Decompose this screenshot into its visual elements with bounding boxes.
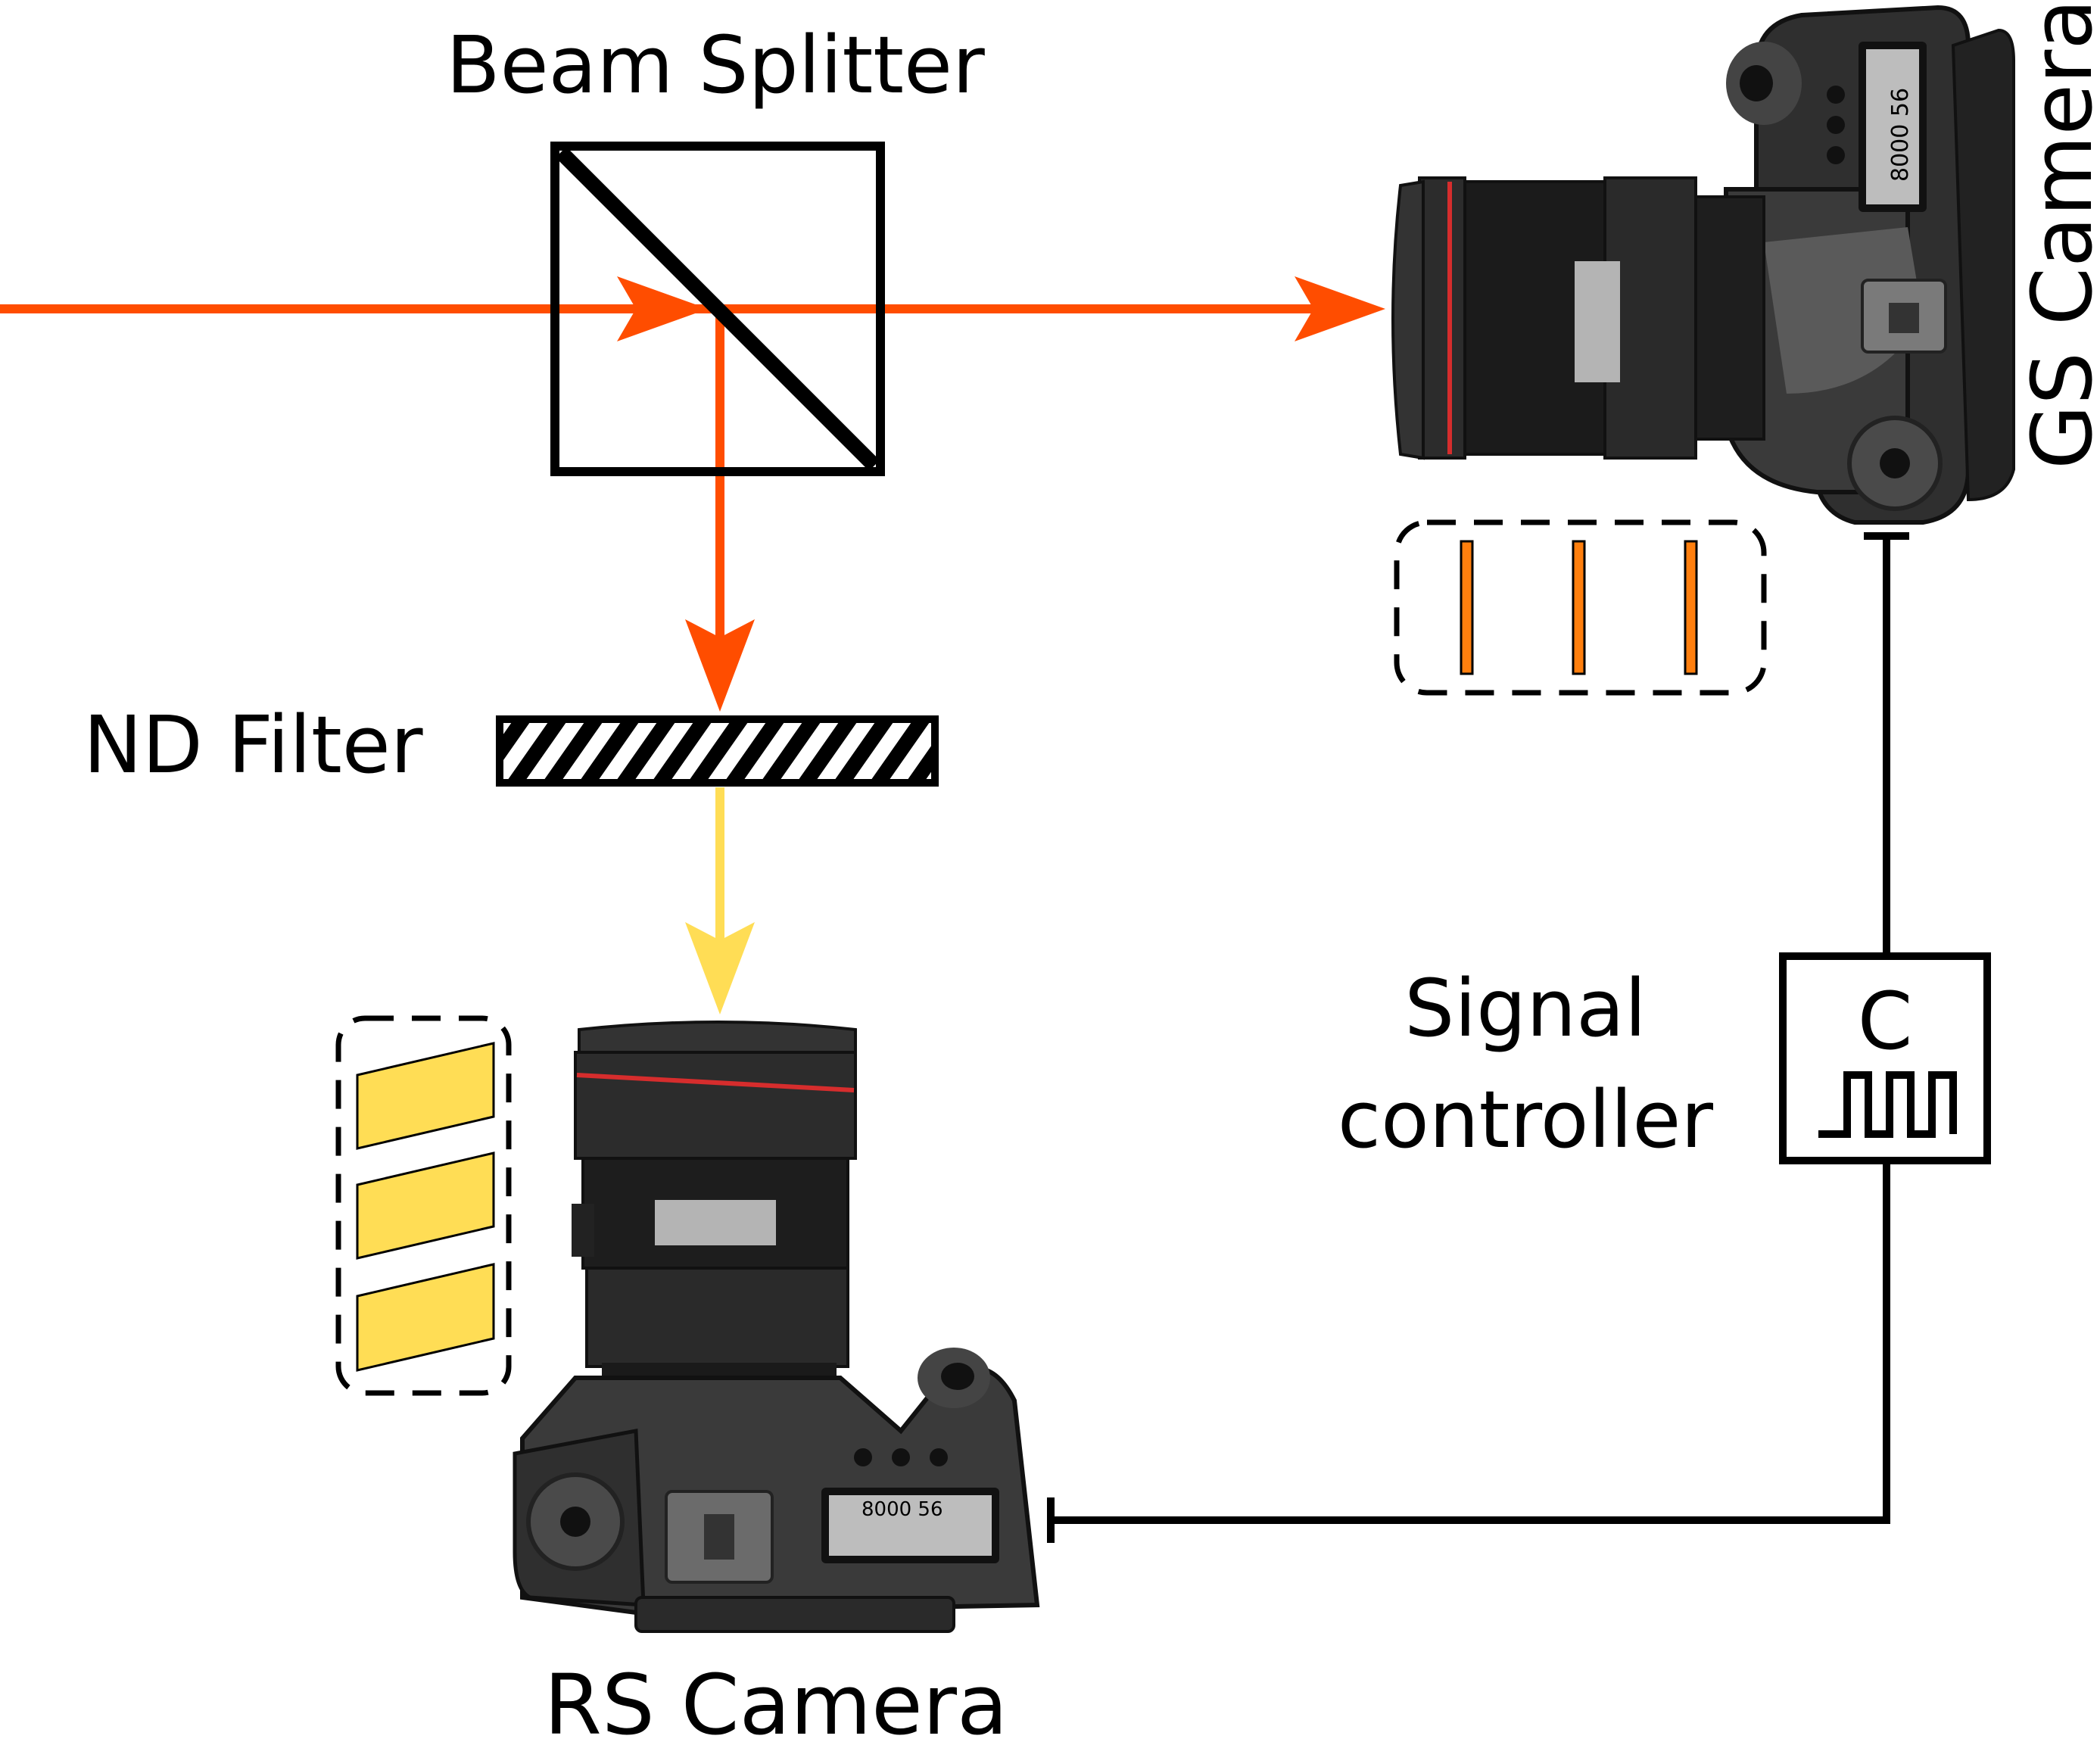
- rs-trigger-wire: [1051, 1160, 1890, 1524]
- rs-exposure-band: [356, 1151, 495, 1260]
- beam-splitter-cube: [550, 142, 885, 476]
- attenuated-arrowhead: [685, 922, 755, 1014]
- rs-camera-label: RS Camera: [544, 1656, 1008, 1742]
- gs-lcd-readout: 8000 56: [1887, 88, 1914, 182]
- beam-splitter: Beam Splitter: [446, 19, 985, 476]
- gs-exposure-stripe: [1460, 540, 1474, 675]
- input-arrowhead: [617, 276, 708, 341]
- rs-camera-icon: 8000 56: [513, 1021, 1040, 1633]
- gs-camera-label: GS Camera: [2014, 0, 2100, 469]
- signal-controller-label-line2: controller: [1338, 1074, 1713, 1166]
- reflected-arrowhead: [685, 619, 755, 712]
- transmitted-arrowhead: [1295, 276, 1385, 341]
- rs-exposure-indicator: [335, 1015, 512, 1396]
- gs-exposure-stripe: [1684, 540, 1698, 675]
- laser-path: [0, 276, 1385, 1014]
- beam-splitter-diagonal: [555, 146, 880, 472]
- gs-exposure-stripe: [1572, 540, 1586, 675]
- signal-controller: C Signal controller: [1338, 952, 1991, 1166]
- gs-camera-icon: 8000 56: [1391, 5, 2015, 525]
- nd-filter-bar: [496, 715, 939, 787]
- gs-exposure-box: [1394, 519, 1767, 696]
- gs-exposure-indicator: [1394, 519, 1767, 696]
- nd-filter: ND Filter: [83, 699, 939, 791]
- rs-exposure-band: [356, 1263, 495, 1372]
- signal-controller-label-line1: Signal: [1404, 962, 1646, 1055]
- nd-filter-label: ND Filter: [83, 699, 423, 791]
- rs-lcd-readout: 8000 56: [861, 1498, 943, 1521]
- controller-letter: C: [1858, 975, 1913, 1067]
- square-wave-icon: [1818, 1071, 1957, 1138]
- rs-exposure-band: [356, 1042, 495, 1150]
- rs-camera: 8000 56 RS Camera: [513, 1021, 1040, 1742]
- rs-exposure-box: [335, 1015, 512, 1396]
- beam-splitter-label: Beam Splitter: [446, 19, 985, 111]
- trigger-wiring: [1047, 532, 1909, 1543]
- gs-camera: 8000 56 GS Camera: [1391, 0, 2100, 525]
